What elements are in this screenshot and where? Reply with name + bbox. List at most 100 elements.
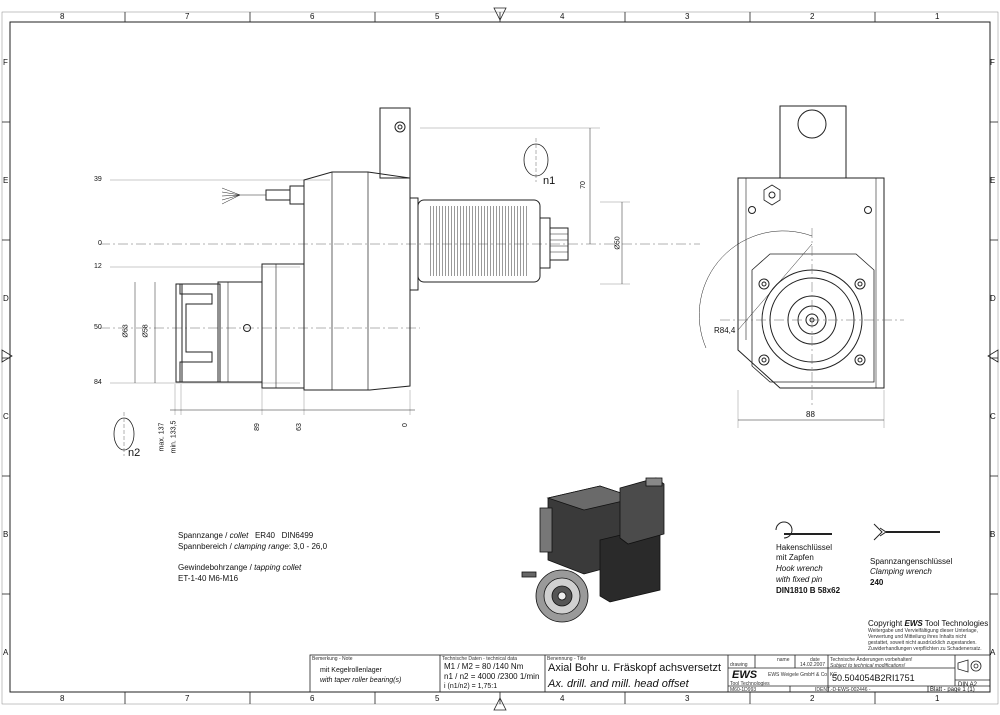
grid-col-1-bottom: 1: [935, 694, 940, 703]
spec-tapping-collet: Gewindebohrzange / tapping collet: [178, 563, 302, 572]
grid-col-4: 4: [560, 12, 565, 21]
col-name: name: [777, 657, 790, 663]
grid-row-f-right: F: [990, 58, 995, 67]
title-de: Axial Bohr u. Fräskopf achsversetzt: [548, 662, 722, 674]
dim-50: 50: [94, 324, 102, 331]
clamping-wrench-size: 240: [870, 578, 884, 587]
ews-logo: EWS: [732, 669, 758, 681]
tech-ratio: i (n1/n2) = 1,75:1: [444, 683, 498, 690]
dim-84: 84: [94, 379, 102, 386]
dim-70: 70: [579, 181, 587, 189]
projection-symbol-icon: [957, 659, 982, 673]
col-date: date: [810, 657, 820, 663]
title-en: Ax. drill. and mill. head offset: [548, 678, 689, 690]
sheet-frame: [9, 21, 991, 693]
dim-89: 89: [253, 423, 261, 431]
copyright-line-1: Weitergabe und Vervielfältigung dieser U…: [868, 628, 978, 634]
grid-col-6: 6: [310, 12, 315, 21]
grid-col-8-bottom: 8: [60, 694, 65, 703]
centering-marks: [1, 7, 999, 711]
clamping-wrench-icon: [873, 523, 940, 541]
drawn-date: 14.02.2007: [800, 662, 826, 668]
sheet-outer-border: [1, 11, 999, 705]
ews-address: EWS Weigele GmbH & Co. KG: [768, 672, 838, 678]
dim-88: 88: [806, 410, 815, 419]
grid-col-7-bottom: 7: [185, 694, 190, 703]
rotation-n2: n2: [128, 447, 141, 459]
grid-row-a-right: A: [990, 648, 996, 657]
grid-row-c: C: [3, 412, 9, 421]
grid-row-c-right: C: [990, 412, 996, 421]
copyright-line-3: gestattet, soweit nicht ausdrücklich zug…: [868, 640, 977, 646]
grid-col-2-bottom: 2: [810, 694, 815, 703]
dim-dia-50: Ø50: [614, 236, 622, 250]
tech-torque: M1 / M2 = 80 /140 Nm: [444, 662, 524, 671]
title-block-lines: [309, 654, 991, 693]
isometric-view: [521, 477, 665, 623]
tech-header: Technische Daten - technical data: [442, 656, 518, 662]
dim-dia-58: Ø58: [142, 324, 150, 338]
copyright-line-2: Verwertung und Mitteilung ihres Inhalts …: [868, 634, 967, 640]
dim-12: 12: [94, 263, 102, 270]
copyright-title: Copyright EWS Tool Technologies: [868, 619, 989, 628]
note-line-2: with taper roller bearing(s): [320, 677, 402, 684]
tech-speed: n1 / n2 = 4000 /2300 1/min: [444, 672, 540, 681]
drawing-label: drawing: [730, 662, 748, 668]
hook-wrench-en2: with fixed pin: [776, 575, 823, 584]
hook-wrench-en1: Hook wrench: [776, 564, 823, 573]
dim-0: 0: [98, 240, 102, 247]
dim-0-bottom: 0: [401, 423, 409, 427]
dim-r84: R84,4: [714, 326, 736, 335]
dim-dia-63: Ø63: [122, 324, 130, 338]
dim-max-137: max. 137: [158, 422, 166, 452]
grid-col-2: 2: [810, 12, 815, 21]
ews-logo-sub: Tool Technologies: [730, 681, 770, 687]
dim-min-133: min. 133,5: [170, 420, 178, 454]
hook-wrench-din: DIN1810 B 58x62: [776, 586, 841, 595]
sheet-size: DIN A2: [958, 682, 978, 688]
grid-row-d: D: [3, 294, 9, 303]
grid-col-3: 3: [685, 12, 690, 21]
dim-63-bottom: 63: [295, 423, 303, 431]
rotation-n1: n1: [543, 175, 556, 187]
grid-col-3-bottom: 3: [685, 694, 690, 703]
grid-row-b-right: B: [990, 530, 996, 539]
side-view: [100, 107, 700, 456]
modifications-en: Subject to technical modifications!: [830, 663, 906, 669]
front-view: [699, 105, 904, 428]
grid-row-e-right: E: [990, 176, 996, 185]
ident-a: M60-1D993: [730, 687, 757, 693]
grid-col-1: 1: [935, 12, 940, 21]
grid-col-7: 7: [185, 12, 190, 21]
clamping-wrench-de: Spannzangenschlüssel: [870, 557, 953, 566]
grid-row-d-right: D: [990, 294, 996, 303]
grid-row-e: E: [3, 176, 9, 185]
copyright-line-4: Zuwiderhandlungen verpflichten zu Schade…: [868, 646, 982, 652]
grid-col-5-bottom: 5: [435, 694, 440, 703]
grid-row-b: B: [3, 530, 9, 539]
hook-wrench-de2: mit Zapfen: [776, 553, 814, 562]
hook-wrench-icon: [775, 521, 832, 539]
note-line-1: mit Kegelrollenlager: [320, 667, 382, 674]
sheet-page: Blatt - page 1 (1): [930, 687, 975, 693]
grid-ticks: [2, 12, 998, 704]
ident-b: IDENT.-D-EWS-002446 -: [815, 687, 871, 693]
spec-tapping-size: ET-1-40 M6-M16: [178, 574, 239, 583]
hook-wrench-de1: Hakenschlüssel: [776, 543, 833, 552]
note-header: Bemerkung - Note: [312, 656, 353, 662]
modifications-de: Technische Änderungen vorbehalten!: [830, 657, 913, 663]
grid-row-f: F: [3, 58, 8, 67]
grid-col-4-bottom: 4: [560, 694, 565, 703]
grid-col-5: 5: [435, 12, 440, 21]
spec-clamping-range: Spannbereich / clamping range: 3,0 - 26,…: [178, 542, 328, 551]
grid-row-a: A: [3, 648, 9, 657]
clamping-wrench-en: Clamping wrench: [870, 567, 932, 576]
spec-collet: Spannzange / collet ER40 DIN6499: [178, 531, 314, 540]
part-number: 50.504054B2RI1751: [832, 673, 915, 683]
grid-col-8: 8: [60, 12, 65, 21]
grid-col-6-bottom: 6: [310, 694, 315, 703]
title-header: Benennung - Title: [547, 656, 587, 662]
dim-39: 39: [94, 176, 102, 183]
